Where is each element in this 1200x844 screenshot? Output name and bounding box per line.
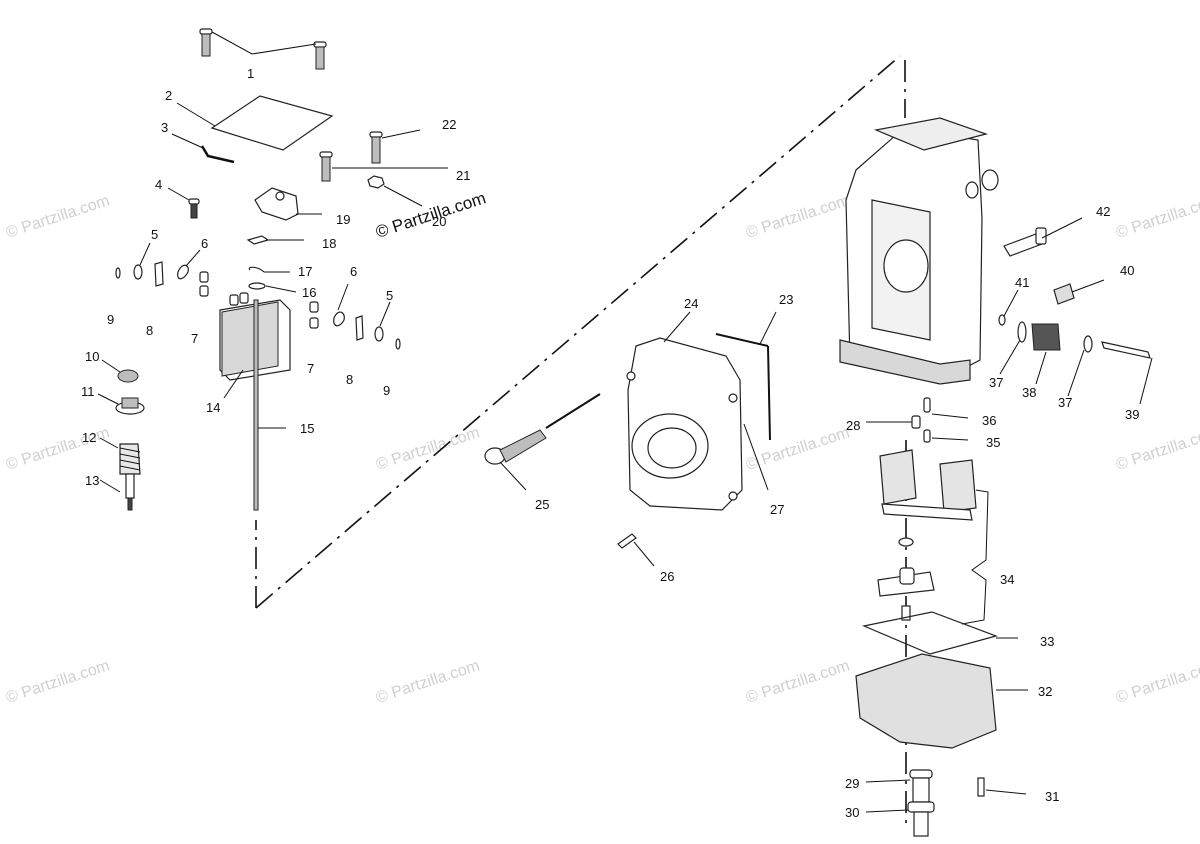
callout-33: 33 <box>1040 634 1054 649</box>
callout-12: 12 <box>82 430 96 445</box>
watermark: © Partzilla.com <box>4 192 112 241</box>
callout-2: 2 <box>165 88 172 103</box>
watermark: © Partzilla.com <box>1114 192 1200 241</box>
part-23-27-rods <box>715 311 777 491</box>
watermark: © Partzilla.com <box>1114 424 1200 473</box>
callout-9b: 9 <box>383 383 390 398</box>
part-2-plate <box>176 95 334 151</box>
callout-23: 23 <box>779 292 793 307</box>
watermark: © Partzilla.com <box>744 192 852 241</box>
callout-5a: 5 <box>151 227 158 242</box>
parts-16-17 <box>248 266 297 293</box>
watermark: © Partzilla.com <box>374 424 482 473</box>
part-4-screw <box>167 187 200 219</box>
part-26-pin <box>617 533 655 567</box>
callout-25: 25 <box>535 497 549 512</box>
callout-10: 10 <box>85 349 99 364</box>
part-25-screw <box>484 393 601 491</box>
callout-6b: 6 <box>350 264 357 279</box>
carburetor-housing <box>839 117 999 385</box>
watermark: © Partzilla.com <box>374 657 482 706</box>
parts-10-13-pilot <box>97 359 145 511</box>
assembly-lines <box>255 55 907 830</box>
callout-7a: 7 <box>191 331 198 346</box>
callout-38: 38 <box>1022 385 1036 400</box>
callout-17: 17 <box>298 264 312 279</box>
callout-28: 28 <box>846 418 860 433</box>
callout-8a: 8 <box>146 323 153 338</box>
parts-29-31-bottom <box>865 769 1027 837</box>
part-3-wire <box>171 133 235 164</box>
parts-5-9-small-left <box>115 242 209 297</box>
callout-24: 24 <box>684 296 698 311</box>
callout-27: 27 <box>770 502 784 517</box>
part-1-screws <box>199 28 327 70</box>
part-32-float-bowl <box>855 653 1028 749</box>
callout-36: 36 <box>982 413 996 428</box>
callout-3: 3 <box>161 120 168 135</box>
part-15-needle <box>253 299 286 511</box>
watermark: © Partzilla.com <box>4 657 112 706</box>
callout-20: 20 <box>432 214 446 229</box>
callout-11: 11 <box>81 384 95 399</box>
callout-6a: 6 <box>201 236 208 251</box>
callout-26: 26 <box>660 569 674 584</box>
part-14-block <box>219 292 291 399</box>
callout-13: 13 <box>85 473 99 488</box>
parts-37-42 <box>998 217 1153 405</box>
callout-1: 1 <box>247 66 254 81</box>
callout-15: 15 <box>300 421 314 436</box>
watermark-main: © Partzilla.com <box>373 188 488 241</box>
callout-39: 39 <box>1125 407 1139 422</box>
parts-28-36-jets <box>866 397 969 443</box>
callout-29: 29 <box>845 776 859 791</box>
callout-37b: 37 <box>1058 395 1072 410</box>
part-33-gasket <box>861 611 1018 655</box>
callout-42: 42 <box>1096 204 1110 219</box>
callout-22: 22 <box>442 117 456 132</box>
part-18-clip <box>246 235 304 245</box>
callout-32: 32 <box>1038 684 1052 699</box>
callout-19: 19 <box>336 212 350 227</box>
callout-41: 41 <box>1015 275 1029 290</box>
watermark: © Partzilla.com <box>744 424 852 473</box>
callout-16: 16 <box>302 285 316 300</box>
callout-8b: 8 <box>346 372 353 387</box>
watermark: © Partzilla.com <box>744 657 852 706</box>
callout-14: 14 <box>206 400 220 415</box>
assembly-line-main <box>255 55 901 609</box>
part-34-float-assembly <box>877 449 989 625</box>
callout-37a: 37 <box>989 375 1003 390</box>
callout-35: 35 <box>986 435 1000 450</box>
part-24-body <box>626 311 743 511</box>
callout-21: 21 <box>456 168 470 183</box>
part-19-bracket <box>254 187 322 221</box>
callout-18: 18 <box>322 236 336 251</box>
parts-5-9-small-right <box>309 283 401 350</box>
callout-34: 34 <box>1000 572 1014 587</box>
callout-31: 31 <box>1045 789 1059 804</box>
callout-9a: 9 <box>107 312 114 327</box>
callout-30: 30 <box>845 805 859 820</box>
watermark: © Partzilla.com <box>1114 657 1200 706</box>
callout-labels: 1 2 3 4 5 6 9 8 7 10 11 12 13 14 15 16 1… <box>81 66 1139 820</box>
callout-40: 40 <box>1120 263 1134 278</box>
callout-7b: 7 <box>307 361 314 376</box>
callout-4: 4 <box>155 177 162 192</box>
callout-5b: 5 <box>386 288 393 303</box>
part-20-21-22-screws-nut <box>319 129 448 207</box>
